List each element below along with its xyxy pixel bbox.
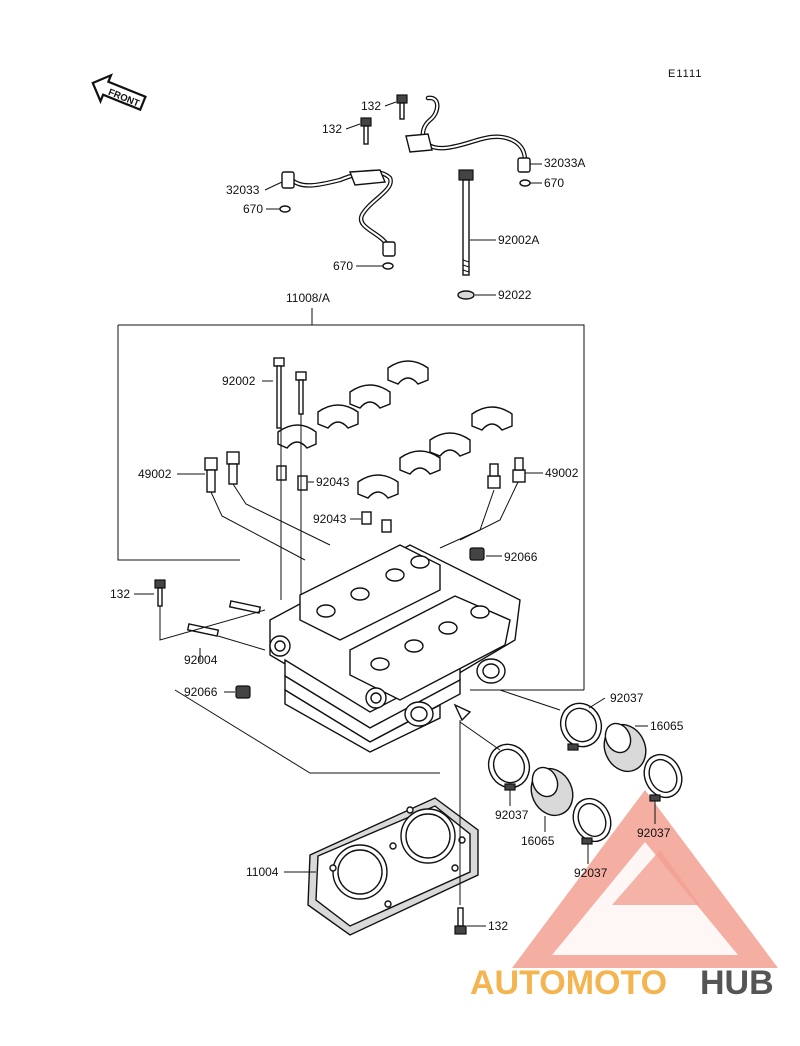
label-670-right: 670 [544, 176, 564, 190]
dowel-92043-b [297, 475, 308, 491]
holder-16065-lower [530, 766, 574, 817]
dowel-92043-d [381, 519, 392, 533]
label-92004: 92004 [184, 653, 218, 667]
label-16065-lower: 16065 [521, 834, 555, 848]
label-92022: 92022 [498, 288, 532, 302]
label-92066-right: 92066 [504, 550, 538, 564]
label-49002-left: 49002 [138, 467, 172, 481]
watermark-text-secondary: HUB [700, 964, 774, 1002]
watermark-text-primary: AUTOMOTO [470, 964, 667, 1002]
bolt-132-bottom [454, 907, 467, 935]
front-arrow-icon: FRONT [91, 73, 147, 112]
label-92002a: 92002A [498, 233, 539, 247]
label-132-top-left: 132 [322, 122, 342, 136]
label-92043-b: 92043 [313, 512, 347, 526]
label-32033a: 32033A [544, 156, 585, 170]
plug-92066-right [469, 547, 485, 561]
label-92037-right: 92037 [637, 826, 671, 840]
camshaft-caps [277, 360, 513, 499]
head-gasket [307, 797, 479, 936]
label-132-top-right: 132 [361, 99, 381, 113]
clamp-92037-left [487, 743, 531, 791]
washer-670-right [519, 179, 531, 187]
label-92037-upper: 92037 [610, 691, 644, 705]
clamp-92037-right [643, 753, 683, 802]
label-92002: 92002 [222, 374, 256, 388]
holder-16065-upper [603, 722, 647, 773]
clamp-92037-upper [559, 702, 603, 751]
bolt-132-top-left [360, 117, 372, 145]
label-92066-left: 92066 [184, 685, 218, 699]
watermark-logo [512, 790, 778, 968]
assembly-bracket [117, 308, 585, 774]
dowel-92043-c [361, 511, 372, 525]
bolt-132-top-right [396, 94, 408, 120]
washer-670-left [279, 205, 291, 213]
oil-plug-right [487, 457, 526, 489]
clamp-92037-lower [572, 797, 612, 845]
oil-pipe-left [281, 169, 396, 257]
label-670-left: 670 [243, 202, 263, 216]
label-11004: 11004 [246, 865, 279, 879]
long-bolt-92002a [458, 169, 474, 276]
washer-92022 [457, 290, 475, 300]
label-92043-a: 92043 [316, 475, 350, 489]
cap-bolts-92002 [273, 357, 307, 429]
label-132-bottom: 132 [488, 919, 508, 933]
oil-pipe-right [405, 95, 531, 173]
bolt-132-left [154, 579, 166, 607]
label-32033: 32033 [226, 183, 260, 197]
label-132-left: 132 [110, 587, 130, 601]
label-11008: 11008/A [286, 291, 330, 305]
oil-plug-left [204, 451, 240, 493]
diagram-code: E1111 [668, 68, 702, 80]
label-92037-left: 92037 [495, 808, 529, 822]
label-49002-right: 49002 [545, 466, 579, 480]
studs-92004 [186, 600, 262, 637]
washer-670-bottom [382, 262, 394, 270]
label-16065-upper: 16065 [650, 719, 684, 733]
cylinder-head [269, 544, 521, 753]
label-670-bottom: 670 [333, 259, 353, 273]
label-92037-lower: 92037 [574, 866, 608, 880]
plug-92066-left [235, 685, 251, 699]
